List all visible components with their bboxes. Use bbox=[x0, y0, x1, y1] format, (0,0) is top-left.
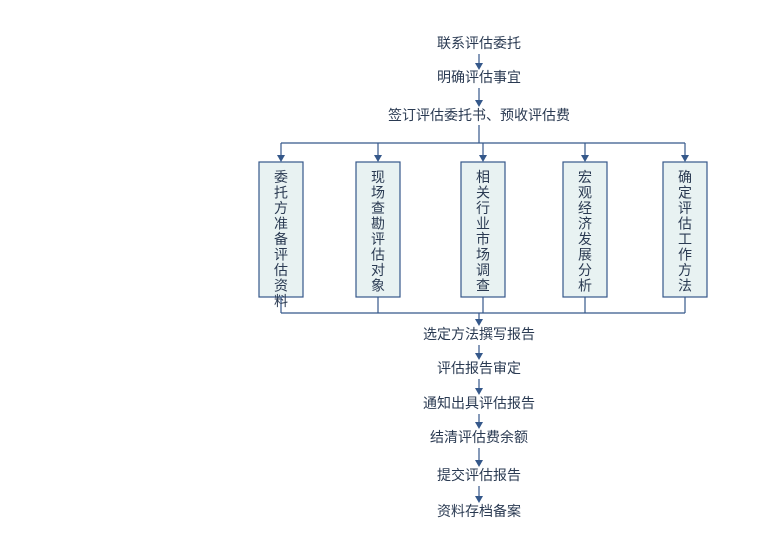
task-label-2: 现场查勘评估对象 bbox=[371, 170, 385, 295]
arrow-bottom-2-arrowhead bbox=[475, 388, 483, 395]
task-label-5: 确定评估工作方法 bbox=[678, 170, 692, 295]
task-label-1: 委托方准备评估资料 bbox=[274, 170, 288, 310]
arrow-branch-3-arrowhead bbox=[479, 155, 487, 162]
bottom-step-5: 提交评估报告 bbox=[437, 467, 521, 484]
arrow-top-1-arrowhead bbox=[475, 63, 483, 70]
bottom-step-1: 选定方法撰写报告 bbox=[423, 327, 535, 343]
arrow-branch-2-arrowhead bbox=[374, 155, 382, 162]
arrow-branch-1-arrowhead bbox=[277, 155, 285, 162]
task-box-5 bbox=[662, 161, 708, 298]
bottom-step-2: 评估报告审定 bbox=[437, 361, 521, 377]
task-box-1 bbox=[258, 161, 304, 298]
arrow-bottom-5-arrowhead bbox=[475, 496, 483, 503]
bottom-step-6: 资料存档备案 bbox=[437, 503, 521, 520]
arrow-bottom-4-arrowhead bbox=[475, 460, 483, 467]
bottom-step-3: 通知出具评估报告 bbox=[423, 395, 535, 412]
task-box-3 bbox=[460, 161, 506, 298]
arrow-bottom-1-arrowhead bbox=[475, 353, 483, 360]
task-box-4 bbox=[562, 161, 608, 298]
task-label-3: 相关行业市场调查 bbox=[476, 170, 490, 295]
top-step-1: 联系评估委托 bbox=[437, 36, 521, 52]
arrow-bottom-3-arrowhead bbox=[475, 422, 483, 429]
top-step-2: 明确评估事宜 bbox=[437, 70, 521, 86]
task-box-2 bbox=[355, 161, 401, 298]
arrow-branch-4-arrowhead bbox=[581, 155, 589, 162]
top-step-3: 签订评估委托书、预收评估费 bbox=[388, 107, 570, 124]
arrow-top-2-arrowhead bbox=[475, 100, 483, 107]
parallel-task-boxes bbox=[258, 161, 708, 298]
task-label-4: 宏观经济发展分析 bbox=[578, 170, 592, 295]
bottom-step-4: 结清评估费余额 bbox=[430, 429, 528, 446]
connector-layer bbox=[277, 54, 689, 503]
arrow-branch-5-arrowhead bbox=[681, 155, 689, 162]
arrow-merge-arrowhead bbox=[475, 319, 483, 326]
